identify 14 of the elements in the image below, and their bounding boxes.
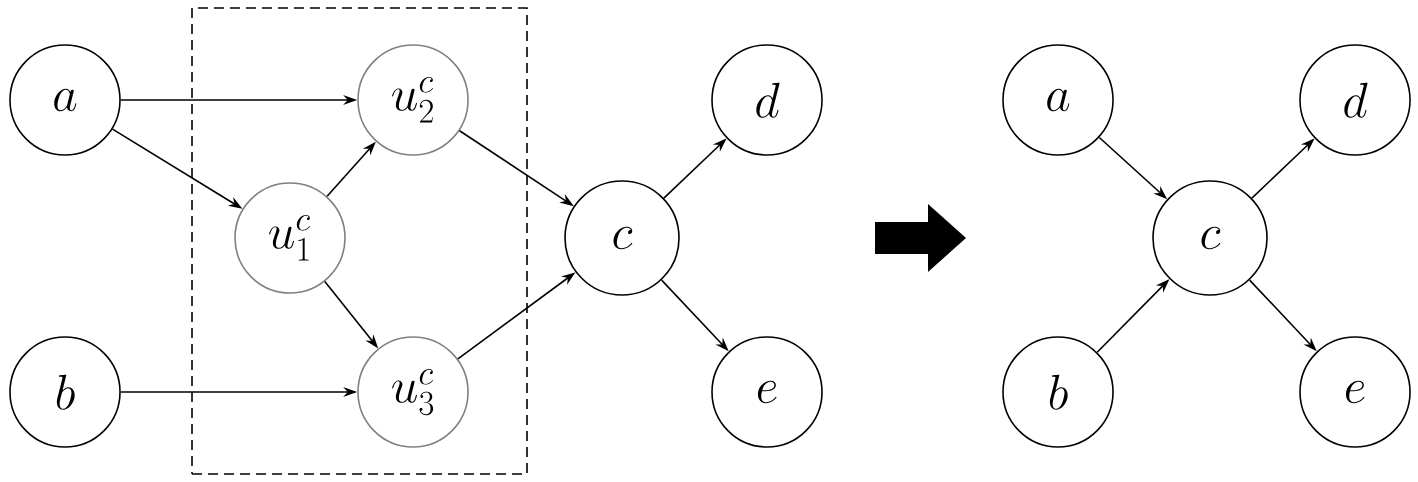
graph-node: $b$: [9, 336, 121, 448]
graph-node: $e$: [711, 336, 823, 448]
graph-node: $d$: [1299, 44, 1411, 156]
graph-node: $a$: [9, 44, 121, 156]
graph-node: $d$: [711, 44, 823, 156]
graph-node: $c$: [1152, 180, 1268, 296]
graph-node: $b$: [1002, 336, 1114, 448]
dashed-box: [191, 7, 528, 475]
graph-node: $u_2^c$: [357, 44, 469, 156]
graph-node: $a$: [1002, 44, 1114, 156]
graph-node: $e$: [1299, 336, 1411, 448]
graph-node: $u_1^c$: [234, 182, 346, 294]
graph-node: $c$: [564, 180, 680, 296]
graph-node: $u_3^c$: [357, 336, 469, 448]
